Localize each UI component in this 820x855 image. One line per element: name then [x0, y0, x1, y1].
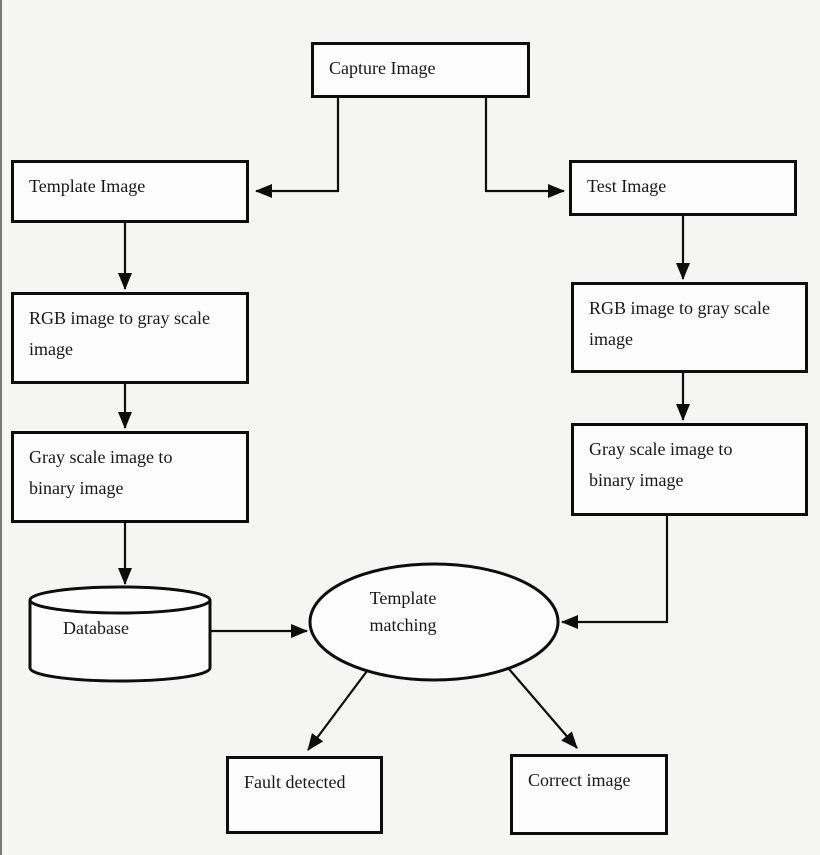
- template-image-node: Template Image: [11, 160, 249, 223]
- rgb-to-gray-right-node: RGB image to gray scale image: [571, 282, 808, 373]
- database-cylinder-body: [28, 600, 212, 683]
- capture-image-label: Capture Image: [329, 58, 436, 78]
- test-image-node: Test Image: [569, 160, 797, 216]
- connector-gray-right-to-template-matching: [561, 516, 669, 629]
- test-image-label: Test Image: [587, 176, 667, 196]
- correct-image-node: Correct image: [510, 754, 668, 835]
- rgb-to-gray-left-label: RGB image to gray scale image: [29, 308, 210, 359]
- connector-capture-to-test-image: [484, 98, 565, 198]
- template-matching-ellipse: [308, 562, 560, 682]
- template-matching-label: Template matching: [369, 588, 437, 635]
- rgb-to-gray-right-label: RGB image to gray scale image: [589, 298, 770, 349]
- gray-to-binary-right-label: Gray scale image to binary image: [589, 439, 733, 490]
- connector-matching-to-fault-detected: [307, 670, 368, 751]
- fault-detected-label: Fault detected: [244, 772, 346, 792]
- connector-capture-to-template-image: [255, 98, 340, 198]
- database-label: Database: [63, 618, 129, 638]
- correct-image-label: Correct image: [528, 770, 631, 790]
- gray-to-binary-left-label: Gray scale image to binary image: [29, 447, 173, 498]
- gray-to-binary-right-node: Gray scale image to binary image: [571, 423, 808, 516]
- template-image-label: Template Image: [29, 176, 146, 196]
- connector-matching-to-correct-image: [508, 668, 578, 749]
- rgb-to-gray-left-node: RGB image to gray scale image: [11, 292, 249, 384]
- fault-detected-node: Fault detected: [226, 756, 383, 834]
- database-cylinder-top: [28, 585, 212, 615]
- capture-image-node: Capture Image: [311, 42, 530, 98]
- scan-edge-artifact: [0, 0, 2, 855]
- gray-to-binary-left-node: Gray scale image to binary image: [11, 431, 249, 523]
